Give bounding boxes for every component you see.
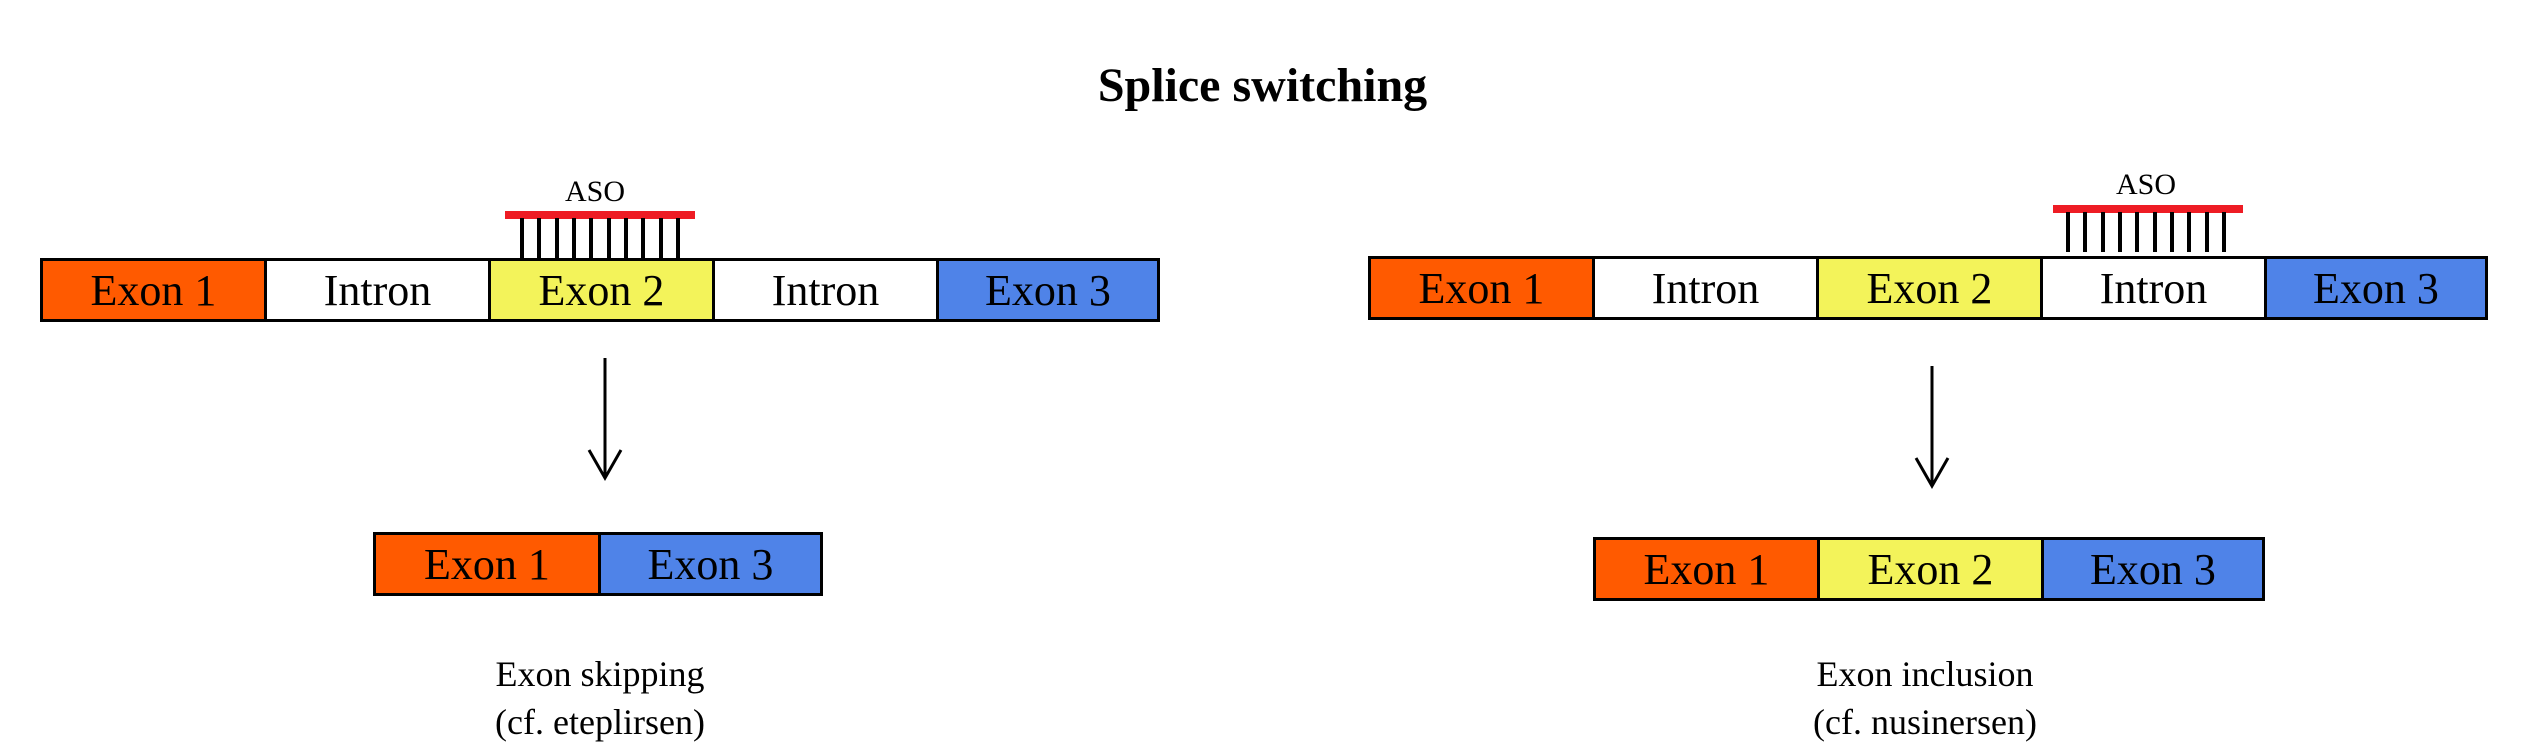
- segment-label: Exon 1: [90, 265, 217, 315]
- caption-line: (cf. nusinersen): [1813, 702, 2037, 742]
- aso-tooth: [606, 218, 611, 258]
- segment-exon-1: Exon 1: [43, 261, 267, 319]
- aso-tooth: [2221, 212, 2226, 252]
- segment-label: Exon 1: [424, 539, 550, 589]
- segment-label: Exon 3: [2090, 544, 2216, 594]
- segment-intron: Intron: [715, 261, 939, 319]
- aso-label: ASO: [564, 175, 625, 208]
- caption-line: Exon inclusion: [1816, 654, 2034, 694]
- aso-tooth: [2083, 212, 2088, 252]
- aso-tooth: [2169, 212, 2174, 252]
- aso-tooth: [675, 218, 680, 258]
- segment-label: Exon 2: [538, 265, 665, 315]
- aso-binding-teeth: [2066, 212, 2226, 252]
- mrna-strand: Exon 1 Exon 2 Exon 3: [1593, 537, 2265, 601]
- segment-exon-1: Exon 1: [1596, 540, 1820, 598]
- aso-tooth: [2117, 212, 2122, 252]
- segment-exon-3: Exon 3: [601, 535, 820, 593]
- segment-exon-2: Exon 2: [1820, 540, 2044, 598]
- segment-intron: Intron: [267, 261, 491, 319]
- segment-label: Exon 1: [1643, 544, 1770, 594]
- segment-exon-3: Exon 3: [939, 261, 1157, 319]
- segment-label: Intron: [323, 265, 432, 315]
- caption-line: Exon skipping: [495, 654, 705, 694]
- aso-tooth: [537, 218, 542, 258]
- segment-label: Exon 3: [647, 539, 774, 589]
- segment-label: Intron: [771, 265, 880, 315]
- aso-tooth: [623, 218, 628, 258]
- segment-label: Exon 1: [1418, 263, 1545, 313]
- aso-tooth: [589, 218, 594, 258]
- segment-exon-3: Exon 3: [2267, 259, 2485, 317]
- pre-mrna-strand: Exon 1 Intron Exon 2 Intron Exon 3: [1368, 256, 2488, 320]
- caption-line: (cf. eteplirsen): [495, 702, 705, 742]
- segment-intron: Intron: [2043, 259, 2267, 317]
- aso-tooth: [2152, 212, 2157, 252]
- aso-tooth: [571, 218, 576, 258]
- aso-tooth: [2187, 212, 2192, 252]
- aso-tooth: [2204, 212, 2209, 252]
- aso-label: ASO: [2115, 168, 2176, 201]
- segment-exon-1: Exon 1: [1371, 259, 1595, 317]
- segment-exon-2: Exon 2: [491, 261, 715, 319]
- down-arrow-icon: [587, 358, 623, 482]
- aso-binding-teeth: [520, 218, 680, 258]
- aso-tooth: [554, 218, 559, 258]
- segment-exon-2: Exon 2: [1819, 259, 2043, 317]
- segment-label: Exon 2: [1866, 263, 1993, 313]
- segment-intron: Intron: [1595, 259, 1819, 317]
- segment-label: Exon 3: [2313, 263, 2439, 313]
- segment-label: Exon 3: [985, 265, 1111, 315]
- caption-exon-inclusion: Exon inclusion (cf. nusinersen): [1705, 650, 2145, 746]
- down-arrow-icon: [1914, 366, 1950, 490]
- caption-exon-skipping: Exon skipping (cf. eteplirsen): [380, 650, 820, 746]
- aso-tooth: [520, 218, 524, 258]
- mrna-strand: Exon 1 Exon 3: [373, 532, 823, 596]
- aso-strand: [2053, 205, 2243, 213]
- aso-tooth: [641, 218, 646, 258]
- segment-label: Intron: [2099, 263, 2208, 313]
- aso-tooth: [2100, 212, 2105, 252]
- diagram-title: Splice switching: [1097, 59, 1428, 112]
- aso-tooth: [2135, 212, 2140, 252]
- aso-strand: [505, 211, 695, 219]
- pre-mrna-strand: Exon 1 Intron Exon 2 Intron Exon 3: [40, 258, 1160, 322]
- segment-exon-1: Exon 1: [376, 535, 601, 593]
- segment-exon-3: Exon 3: [2044, 540, 2262, 598]
- aso-tooth: [658, 218, 663, 258]
- segment-label: Intron: [1651, 263, 1760, 313]
- segment-label: Exon 2: [1867, 544, 1994, 594]
- aso-tooth: [2066, 212, 2070, 252]
